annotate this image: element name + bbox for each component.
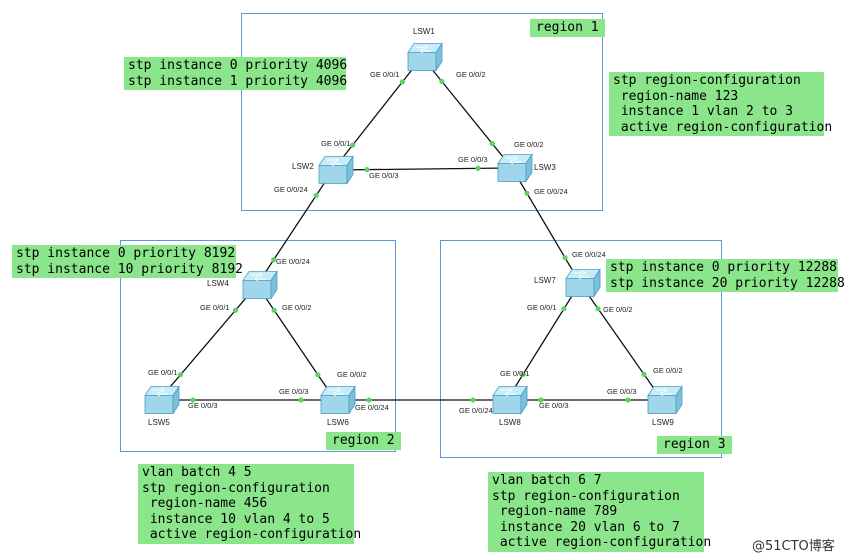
port-label: GE 0/0/24 [572,250,606,259]
link-lsw1-lsw3 [421,56,513,169]
region-3-config-note: vlan batch 6 7 stp region-configuration … [488,472,711,552]
region-1-label: region 1 [530,19,605,37]
port-label: GE 0/0/1 [148,368,178,377]
port-dot [190,397,196,403]
port-label: GE 0/0/24 [276,257,310,266]
port-label: GE 0/0/1 [500,369,530,378]
link-lsw2-lsw3 [332,167,513,171]
port-label: GE 0/0/2 [603,305,633,314]
port-dot [625,397,631,403]
port-label: GE 0/0/3 [279,387,309,396]
port-label: GE 0/0/2 [514,140,544,149]
port-label: GE 0/0/24 [534,187,568,196]
port-label: GE 0/0/3 [607,387,637,396]
port-dot [641,371,647,377]
network-switch-icon[interactable] [242,270,278,300]
network-switch-icon[interactable] [144,385,180,415]
link-lsw4-lsw5 [158,284,258,401]
region-3-label: region 3 [657,436,732,454]
switch-label: LSW1 [413,27,435,36]
port-dot [524,190,530,196]
link-lsw7-lsw8 [506,282,581,401]
switch-label: LSW4 [207,279,229,288]
link-lsw3-lsw7 [511,167,581,284]
port-label: GE 0/0/1 [200,303,230,312]
port-label: GE 0/0/1 [321,139,351,148]
network-switch-icon[interactable] [407,42,443,72]
network-switch-icon[interactable] [647,385,683,415]
region-2-label: region 2 [326,432,401,450]
lsw4-priority-note: stp instance 0 priority 8192 stp instanc… [12,245,243,278]
region-1-config-note: stp region-configuration region-name 123… [609,72,832,136]
port-dot [562,255,568,261]
region-1-box [241,13,603,211]
port-label: GE 0/0/24 [274,185,308,194]
network-switch-icon[interactable] [497,153,533,183]
port-dot [538,397,544,403]
region-2-config-note: vlan batch 4 5 stp region-configuration … [138,464,361,544]
switch-label: LSW6 [327,418,349,427]
port-dot [364,167,370,173]
region-2-box [120,240,396,452]
switch-label: LSW8 [499,418,521,427]
port-label: GE 0/0/2 [282,303,312,312]
port-dot [232,307,239,313]
region-3-box [440,240,722,458]
lsw7-priority-note: stp instance 0 priority 12288 stp instan… [606,259,845,292]
port-label: GE 0/0/1 [527,303,557,312]
link-lsw1-lsw2 [332,56,423,171]
port-dot [561,306,567,312]
port-dot [315,372,321,378]
port-label: GE 0/0/24 [459,406,493,415]
port-dot [271,257,277,263]
network-switch-icon[interactable] [492,385,528,415]
port-dot [313,192,319,198]
port-dot [489,140,495,147]
port-dot [470,397,476,403]
port-label: GE 0/0/2 [456,70,486,79]
watermark: @51CTO博客 [752,539,835,554]
port-label: GE 0/0/3 [188,401,218,410]
port-dot [439,78,445,85]
port-dot [595,306,601,312]
port-label: GE 0/0/3 [369,171,399,180]
port-label: GE 0/0/1 [370,70,400,79]
port-dot [349,142,356,148]
link-lsw2-lsw4 [256,169,334,286]
port-dot [520,371,526,377]
switch-label: LSW7 [534,276,556,285]
port-dot [475,165,481,171]
network-switch-icon[interactable] [320,385,356,415]
network-switch-icon[interactable] [565,268,601,298]
switch-label: LSW3 [534,163,556,172]
port-dot [177,372,184,378]
switch-label: LSW9 [652,418,674,427]
port-label: GE 0/0/2 [337,370,367,379]
port-label: GE 0/0/2 [653,366,683,375]
link-lsw4-lsw6 [256,284,336,401]
port-label: GE 0/0/24 [355,403,389,412]
port-label: GE 0/0/3 [539,401,569,410]
switch-label: LSW2 [292,162,314,171]
network-switch-icon[interactable] [318,155,354,185]
port-label: GE 0/0/3 [458,155,488,164]
port-dot [298,397,304,403]
switch-label: LSW5 [148,418,170,427]
port-dot [399,79,406,85]
port-dot [271,307,277,313]
port-dot [366,397,372,403]
lsw2-priority-note: stp instance 0 priority 4096 stp instanc… [124,57,347,90]
link-lsw7-lsw9 [579,282,663,401]
